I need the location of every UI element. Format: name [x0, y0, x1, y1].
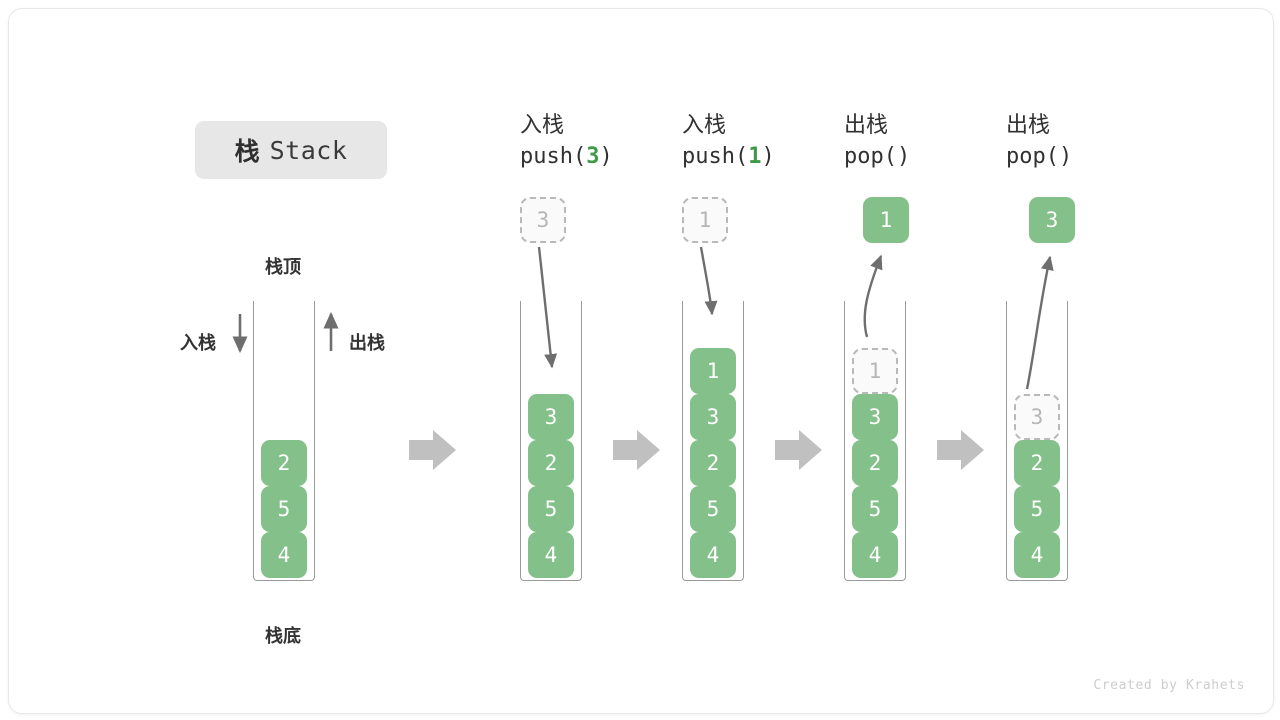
header-line2: pop() — [1006, 144, 1072, 170]
watermark: Created by Krahets — [1093, 678, 1245, 693]
header-line2: push(1) — [682, 144, 775, 170]
header-fn: pop( — [1006, 144, 1059, 169]
header-close: ) — [761, 144, 775, 169]
stack-cell: 3 — [690, 394, 736, 440]
header-close: ) — [1058, 144, 1073, 169]
header-line1: 入栈 — [682, 112, 727, 137]
flow-arrow-3 — [775, 430, 822, 470]
stack-cell: 3 — [528, 394, 574, 440]
label-pop-direction: 出栈 — [349, 333, 385, 353]
stack-cell: 5 — [1014, 486, 1060, 532]
stack-cell: 4 — [528, 532, 574, 578]
stack-cell: 2 — [1014, 440, 1060, 486]
stack-cell: 5 — [261, 486, 307, 532]
floating-box-pop-2: 3 — [1029, 197, 1075, 243]
label-stack-bottom: 栈底 — [265, 626, 301, 646]
stack-cell: 2 — [261, 440, 307, 486]
header-arg: 3 — [586, 144, 600, 169]
stack-cell: 1 — [690, 348, 736, 394]
header-close: ) — [599, 144, 613, 169]
header-line1: 入栈 — [520, 112, 565, 137]
stack-cell: 4 — [1014, 532, 1060, 578]
flow-arrow-1 — [409, 430, 456, 470]
header-fn: push( — [520, 144, 587, 169]
stack-cell-ghost: 1 — [852, 348, 898, 394]
stack-cell: 4 — [690, 532, 736, 578]
header-line1: 出栈 — [1006, 112, 1051, 137]
stack-cell: 2 — [528, 440, 574, 486]
floating-box-push-3: 3 — [520, 197, 566, 243]
label-push-direction: 入栈 — [180, 333, 216, 353]
stack-cell: 2 — [852, 440, 898, 486]
header-fn: push( — [682, 144, 749, 169]
diagram-canvas: 栈 Stack 栈顶 栈底 入栈 出栈 入栈 push(3) 入栈 push(1… — [8, 8, 1274, 714]
flow-arrow-4 — [937, 430, 984, 470]
header-close: ) — [896, 144, 911, 169]
column-header-pop-1: 出栈 pop() — [844, 112, 910, 170]
stack-cell: 3 — [852, 394, 898, 440]
title-zh: 栈 — [234, 138, 261, 166]
title-en: Stack — [269, 135, 348, 165]
title-badge: 栈 Stack — [195, 121, 387, 179]
header-line2: push(3) — [520, 144, 613, 170]
flow-arrow-2 — [613, 430, 660, 470]
label-stack-top: 栈顶 — [265, 257, 301, 277]
header-fn: pop( — [844, 144, 897, 169]
column-header-push-3: 入栈 push(3) — [520, 112, 613, 170]
stack-cell: 5 — [690, 486, 736, 532]
header-arg: 1 — [748, 144, 762, 169]
stack-cell: 2 — [690, 440, 736, 486]
arrow-overlay — [232, 246, 1054, 470]
stack-cell-ghost: 3 — [1014, 394, 1060, 440]
floating-box-pop-1: 1 — [863, 197, 909, 243]
floating-box-push-1: 1 — [682, 197, 728, 243]
stack-cell: 4 — [261, 532, 307, 578]
column-header-push-1: 入栈 push(1) — [682, 112, 775, 170]
column-header-pop-2: 出栈 pop() — [1006, 112, 1072, 170]
header-line2: pop() — [844, 144, 910, 170]
stack-cell: 5 — [528, 486, 574, 532]
stack-cell: 5 — [852, 486, 898, 532]
header-line1: 出栈 — [844, 112, 889, 137]
stack-cell: 4 — [852, 532, 898, 578]
